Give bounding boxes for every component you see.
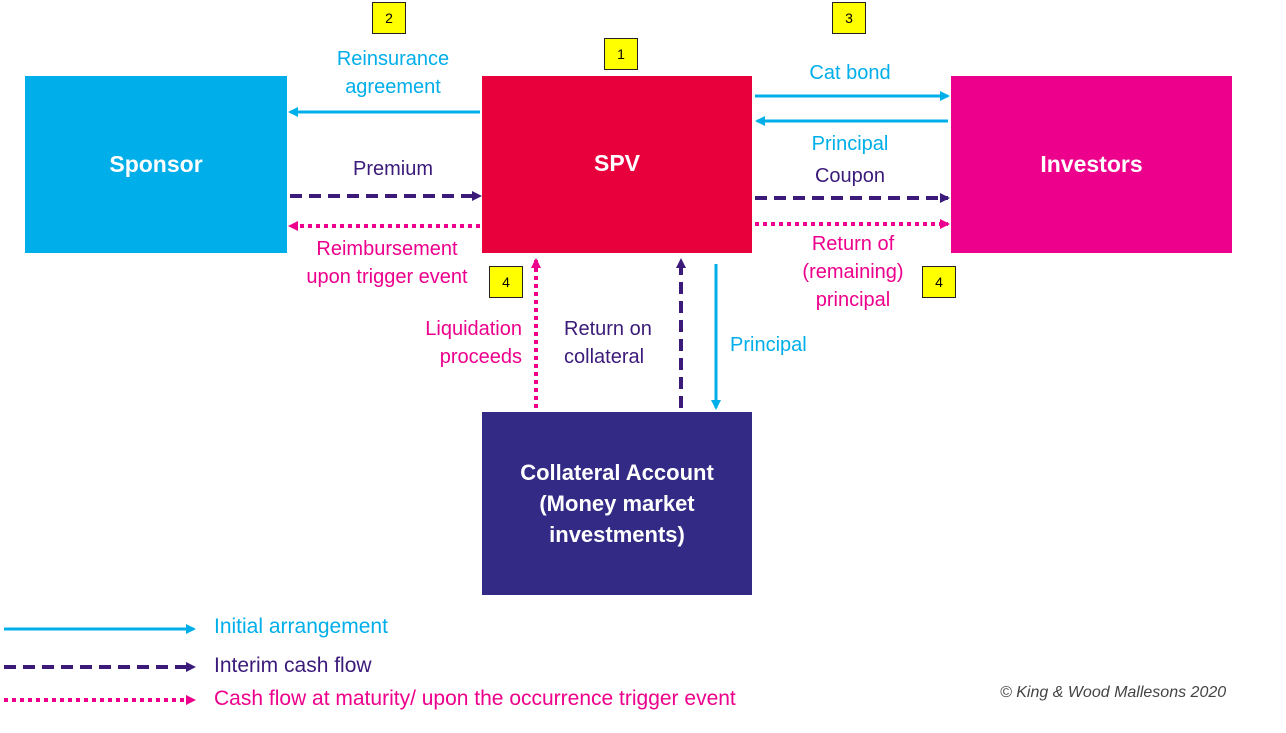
reimbursement-label: Reimbursement upon trigger event: [306, 238, 468, 288]
copyright-text: © King & Wood Mallesons 2020: [1000, 684, 1227, 701]
premium-label: Premium: [352, 158, 433, 180]
collateral-account-box: Collateral Account (Money market investm…: [482, 412, 752, 595]
sponsor-box: Sponsor: [25, 76, 287, 253]
reinsurance-label: Reinsurance agreement: [336, 48, 450, 98]
legend-maturity-label: Cash flow at maturity/ upon the occurren…: [214, 687, 736, 710]
legend-initial-label: Initial arrangement: [214, 615, 388, 638]
return-collateral-label: Return on collateral: [564, 318, 652, 368]
step-badge-2: 2: [372, 2, 406, 34]
principal-top-label: Principal: [811, 133, 889, 155]
coupon-label: Coupon: [814, 165, 886, 187]
step-badge-4-right: 4: [922, 266, 956, 298]
principal-down-label: Principal: [730, 334, 807, 356]
step-badge-3: 3: [832, 2, 866, 34]
step-badge-4-left: 4: [489, 266, 523, 298]
return-principal-label: Return of (remaining) principal: [802, 233, 904, 311]
investors-box: Investors: [951, 76, 1232, 253]
spv-box: SPV: [482, 76, 752, 253]
liquidation-label: Liquidation proceeds: [425, 318, 522, 368]
legend-interim-label: Interim cash flow: [214, 654, 372, 677]
cat-bond-label: Cat bond: [809, 62, 891, 84]
step-badge-1: 1: [604, 38, 638, 70]
